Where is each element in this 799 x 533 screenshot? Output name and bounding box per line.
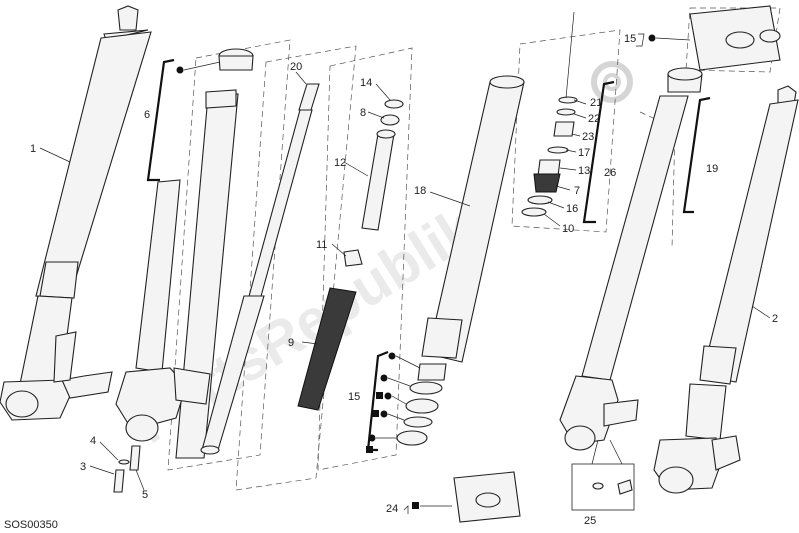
- spring-9: [297, 287, 357, 411]
- callout-1: 1: [30, 143, 36, 155]
- callout-8: 8: [360, 107, 366, 119]
- callout-2: 2: [772, 313, 778, 325]
- cartridge-parts: [521, 96, 578, 217]
- bolts: [113, 445, 141, 493]
- fork-leg-left: [0, 5, 152, 421]
- callout-22: 22: [588, 113, 600, 125]
- fork-leg-right: [653, 85, 799, 494]
- stanchion-18: [421, 75, 525, 363]
- fork-leg-center-left: [115, 179, 211, 442]
- diagram-code: SOS00350: [4, 519, 58, 531]
- callout-labels: 1 2 3 4 5 6 7 8 9 10 11 12 13 14 15 15 1…: [4, 33, 778, 531]
- callout-25: 25: [584, 515, 596, 527]
- seal-stack-15: [396, 363, 447, 446]
- fork-tube-6: [175, 48, 254, 459]
- callout-26: 26: [604, 167, 616, 179]
- callout-19: 19: [706, 163, 718, 175]
- seal-kit-24: [453, 471, 521, 523]
- bleed-screw-box-25: [571, 463, 635, 511]
- callout-23: 23: [582, 131, 594, 143]
- callout-11: 11: [316, 239, 327, 251]
- callout-10: 10: [562, 223, 574, 235]
- callout-5: 5: [142, 489, 148, 501]
- bullet-markers: [176, 34, 691, 509]
- nut-8: [380, 114, 400, 126]
- spacer-12: [361, 129, 396, 231]
- callout-13: 13: [578, 165, 590, 177]
- seal-kit-15: [689, 5, 781, 71]
- callout-21: 21: [590, 97, 602, 109]
- callout-3: 3: [80, 461, 86, 473]
- callout-12: 12: [334, 157, 346, 169]
- leader-lines: [39, 11, 771, 507]
- callout-14: 14: [360, 77, 372, 89]
- callout-7: 7: [574, 185, 580, 197]
- callout-4: 4: [90, 435, 96, 447]
- callout-20: 20: [290, 61, 302, 73]
- callout-6: 6: [144, 109, 150, 121]
- damper-rod-20: [200, 83, 320, 455]
- collar-11: [343, 249, 363, 267]
- washer-14: [384, 99, 404, 109]
- callout-24: 24: [386, 503, 398, 515]
- callout-17: 17: [578, 147, 590, 159]
- callout-15-kit-top: 15: [624, 33, 636, 45]
- callout-16: 16: [566, 203, 578, 215]
- gear-watermark-icon: [591, 61, 633, 103]
- fork-tube-19: [559, 67, 703, 451]
- callout-9: 9: [288, 337, 294, 349]
- callout-15-stack: 15: [348, 391, 360, 403]
- callout-18: 18: [414, 185, 426, 197]
